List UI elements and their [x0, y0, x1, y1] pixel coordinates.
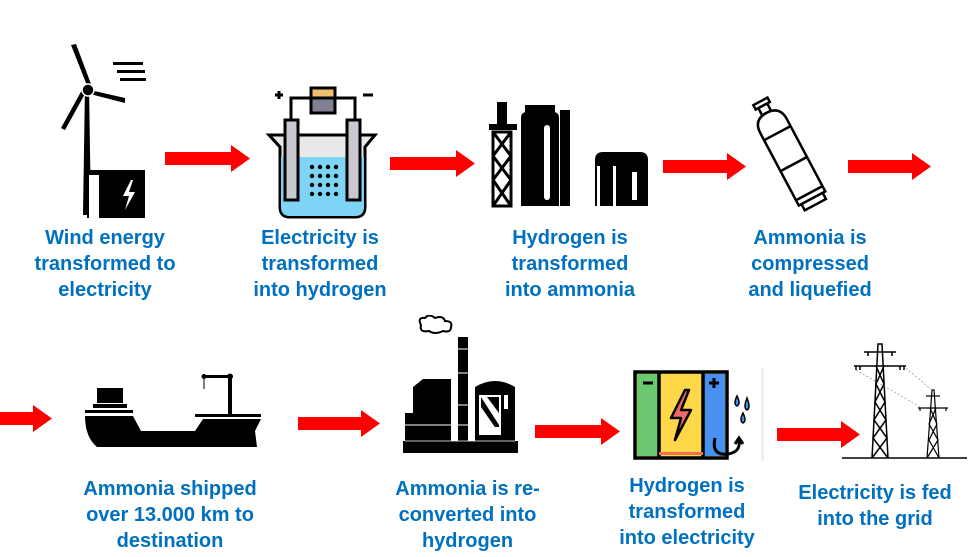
- step-label-grid: Electricity is fed into the grid: [798, 482, 952, 530]
- factory-icon: [403, 315, 518, 453]
- flow-arrow-7: [535, 418, 620, 445]
- step-label-ammonia-synthesis: Hydrogen is transformed into ammonia: [504, 227, 635, 301]
- flow-arrow-2: [390, 150, 475, 177]
- cargo-ship-icon: [85, 373, 261, 447]
- step-label-wind-energy: Wind energy transformed to electricity: [34, 227, 176, 301]
- power-tower-icon: [842, 343, 967, 459]
- step-label-reconversion: Ammonia is re- converted into hydrogen: [395, 478, 540, 552]
- flow-arrow-3: [663, 153, 746, 180]
- electrolyzer-icon: [265, 86, 379, 219]
- wind-turbine-icon: [61, 44, 146, 218]
- chemical-plant-icon: [489, 102, 648, 208]
- flow-arrow-4: [848, 153, 931, 180]
- flow-arrow-5: [0, 405, 52, 432]
- step-label-fuel-cell: Hydrogen is transformed into electricity: [619, 475, 755, 549]
- step-label-compression: Ammonia is compressed and liquefied: [748, 227, 872, 301]
- flow-arrow-1: [165, 145, 250, 172]
- flow-arrow-6: [298, 410, 380, 437]
- fuel-cell-battery-icon: [633, 368, 764, 461]
- step-label-electrolysis: Electricity is transformed into hydrogen: [253, 227, 387, 301]
- gas-cylinder-icon: [751, 95, 828, 213]
- flow-arrow-8: [777, 421, 860, 448]
- step-label-shipping: Ammonia shipped over 13.000 km to destin…: [83, 478, 257, 552]
